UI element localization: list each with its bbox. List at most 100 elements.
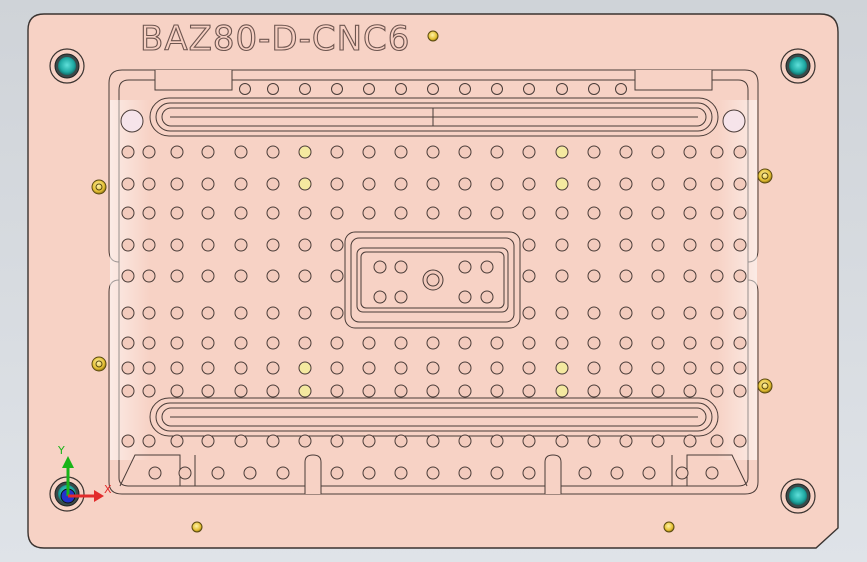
side-pin-left-top — [91, 179, 107, 195]
hole — [121, 384, 135, 398]
hole — [394, 336, 408, 350]
hole — [480, 260, 494, 274]
part-label: BAZ80-D-CNC6 — [140, 19, 410, 59]
hole — [142, 177, 156, 191]
hole — [330, 336, 344, 350]
hole — [683, 177, 697, 191]
hole — [490, 336, 504, 350]
hole — [619, 177, 633, 191]
hole — [426, 434, 440, 448]
hole — [201, 361, 215, 375]
hole — [490, 466, 504, 480]
hole — [170, 145, 184, 159]
hole — [458, 260, 472, 274]
hole — [266, 306, 280, 320]
hole — [480, 290, 494, 304]
hole — [490, 206, 504, 220]
hole — [555, 145, 569, 159]
hole — [234, 336, 248, 350]
hole — [121, 269, 135, 283]
hole — [683, 306, 697, 320]
hole — [121, 177, 135, 191]
hole — [148, 466, 162, 480]
hole — [458, 336, 472, 350]
hole — [142, 361, 156, 375]
hole — [170, 434, 184, 448]
hole — [522, 384, 536, 398]
hole — [587, 361, 601, 375]
hole — [710, 206, 724, 220]
hole — [556, 83, 568, 95]
hole — [642, 466, 656, 480]
hole — [651, 269, 665, 283]
hole — [733, 336, 747, 350]
hole — [170, 269, 184, 283]
hole — [142, 269, 156, 283]
hole — [733, 434, 747, 448]
hole — [266, 384, 280, 398]
hole — [362, 336, 376, 350]
hole — [619, 434, 633, 448]
hole — [121, 206, 135, 220]
channel-end-hole — [722, 109, 746, 133]
hole — [362, 206, 376, 220]
hole — [615, 83, 627, 95]
hole — [578, 466, 592, 480]
hole — [490, 361, 504, 375]
hole — [555, 238, 569, 252]
hole — [458, 466, 472, 480]
hole — [458, 434, 472, 448]
hole — [490, 145, 504, 159]
center-bore-inner — [426, 273, 440, 287]
hole — [683, 238, 697, 252]
hole — [266, 361, 280, 375]
hole — [201, 384, 215, 398]
hole — [522, 269, 536, 283]
brass-dot-bottom-right — [663, 521, 675, 533]
hole — [733, 269, 747, 283]
hole — [587, 306, 601, 320]
hole — [298, 206, 312, 220]
hole — [458, 290, 472, 304]
hole — [522, 145, 536, 159]
hole — [234, 361, 248, 375]
hole — [201, 238, 215, 252]
hole — [710, 269, 724, 283]
hole — [234, 238, 248, 252]
hole — [522, 206, 536, 220]
hole — [142, 206, 156, 220]
hole — [426, 177, 440, 191]
hole — [683, 336, 697, 350]
hole — [523, 83, 535, 95]
hole — [458, 206, 472, 220]
hole — [490, 384, 504, 398]
corner-bore-top-left — [49, 48, 85, 84]
hole — [394, 206, 408, 220]
hole — [733, 361, 747, 375]
hole — [363, 83, 375, 95]
hole — [201, 434, 215, 448]
hole — [651, 306, 665, 320]
hole — [587, 384, 601, 398]
hole — [142, 434, 156, 448]
hole — [330, 466, 344, 480]
hole — [651, 434, 665, 448]
hole — [201, 336, 215, 350]
hole — [276, 466, 290, 480]
hole — [555, 434, 569, 448]
channel-end-hole — [120, 109, 144, 133]
hole — [651, 145, 665, 159]
hole — [234, 384, 248, 398]
hole — [266, 206, 280, 220]
hole — [170, 177, 184, 191]
hole — [121, 336, 135, 350]
hole — [266, 336, 280, 350]
hole — [522, 434, 536, 448]
hole — [201, 306, 215, 320]
channel-top — [149, 97, 719, 137]
hole — [619, 361, 633, 375]
hole — [555, 206, 569, 220]
hole — [362, 384, 376, 398]
hole — [733, 177, 747, 191]
